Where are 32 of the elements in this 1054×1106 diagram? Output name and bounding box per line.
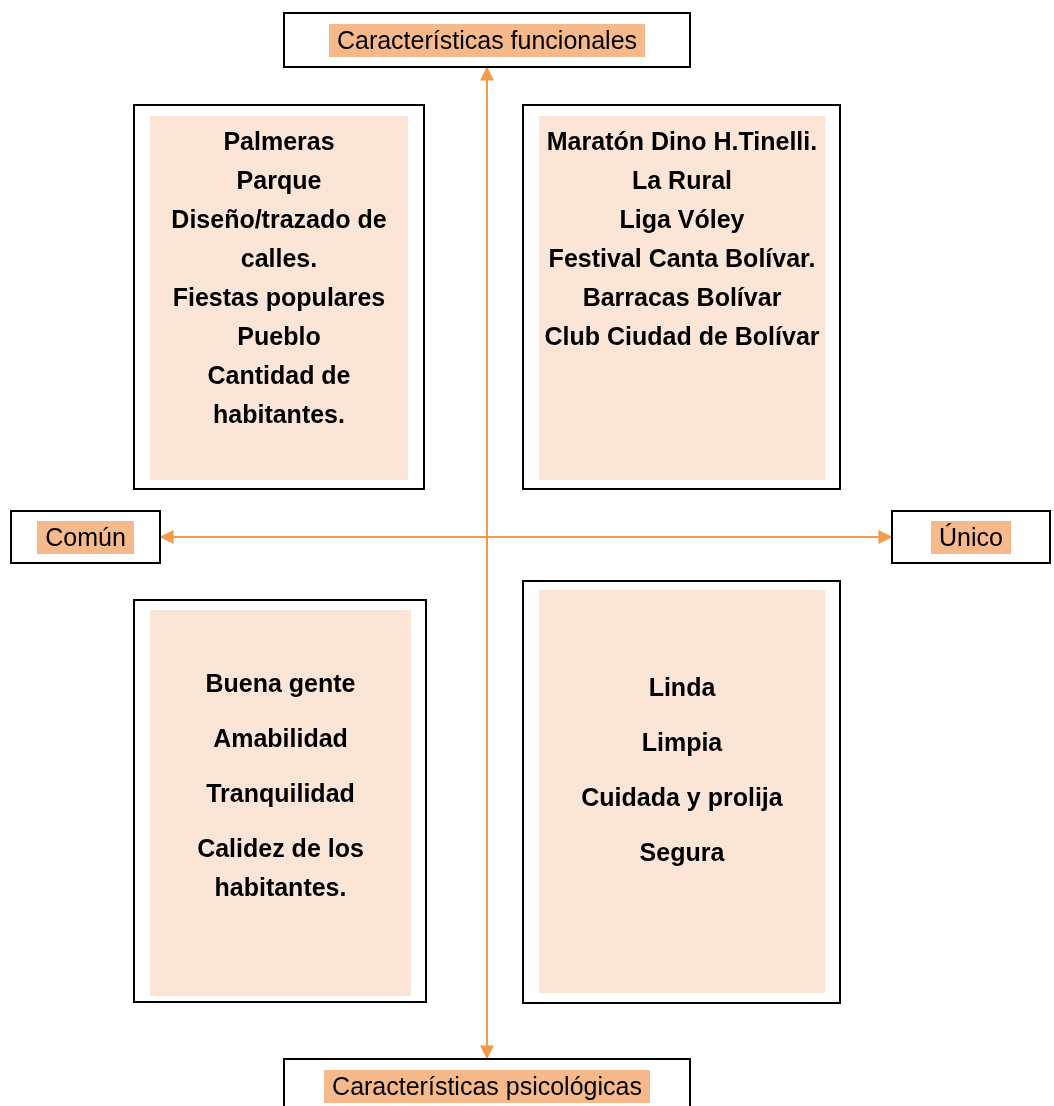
list-item: Cuidada y prolija	[581, 782, 783, 813]
list-item: Maratón Dino H.Tinelli.	[546, 126, 818, 157]
list-item: Liga Vóley	[619, 204, 745, 235]
list-item: Limpia	[641, 727, 723, 758]
axis-label-box	[283, 12, 691, 68]
list-item: Amabilidad	[213, 723, 348, 754]
quadrant-box	[133, 104, 425, 490]
list-item: Pueblo	[237, 321, 321, 352]
list-item: Cantidad de habitantes.	[206, 360, 352, 430]
axis-label-box	[891, 510, 1051, 564]
axis-label: Características funcionales	[328, 23, 646, 57]
list-item: Parque	[236, 165, 322, 196]
list-item: Club Ciudad de Bolívar	[544, 321, 820, 352]
list-item: Segura	[639, 837, 725, 868]
list-item: Tranquilidad	[206, 778, 355, 809]
axis-label-box	[10, 510, 161, 564]
list-item: Festival Canta Bolívar.	[548, 243, 816, 274]
list-item: Diseño/trazado de calles.	[170, 204, 388, 274]
list-item: Palmeras	[223, 126, 335, 157]
axis-arrow	[480, 66, 494, 1060]
axis-label: Único	[931, 520, 1011, 554]
list-item: Fiestas populares	[172, 282, 386, 313]
list-item: Buena gente	[205, 668, 356, 699]
quadrant-box	[522, 104, 841, 490]
list-item: La Rural	[632, 165, 732, 196]
axis-label: Común	[37, 520, 134, 554]
list-item: Linda	[648, 672, 716, 703]
axis-label-box	[283, 1058, 691, 1106]
quadrant-box	[133, 599, 427, 1003]
list-item: Calidez de los habitantes.	[196, 833, 365, 903]
list-item: Barracas Bolívar	[582, 282, 782, 313]
axis-label: Características psicológicas	[324, 1069, 650, 1103]
